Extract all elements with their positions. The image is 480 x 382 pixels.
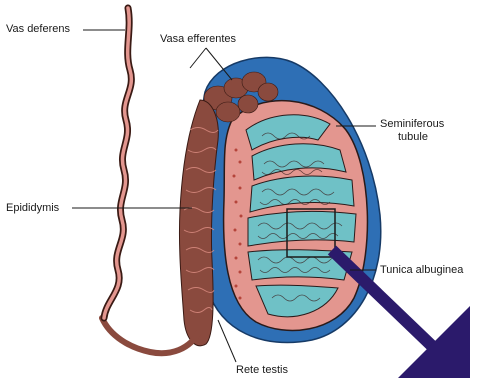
label-vas-deferens: Vas deferens: [6, 23, 70, 36]
label-seminiferous-tubule-line1: Seminiferous: [380, 118, 444, 131]
label-epididymis: Epididymis: [6, 202, 59, 215]
label-vasa-efferentes: Vasa efferentes: [160, 33, 236, 46]
label-tunica-albuginea: Tunica albuginea: [380, 264, 463, 277]
label-seminiferous-tubule-line2: tubule: [398, 131, 428, 144]
label-rete-testis: Rete testis: [236, 364, 288, 377]
vas-deferens-lumen: [104, 8, 131, 318]
